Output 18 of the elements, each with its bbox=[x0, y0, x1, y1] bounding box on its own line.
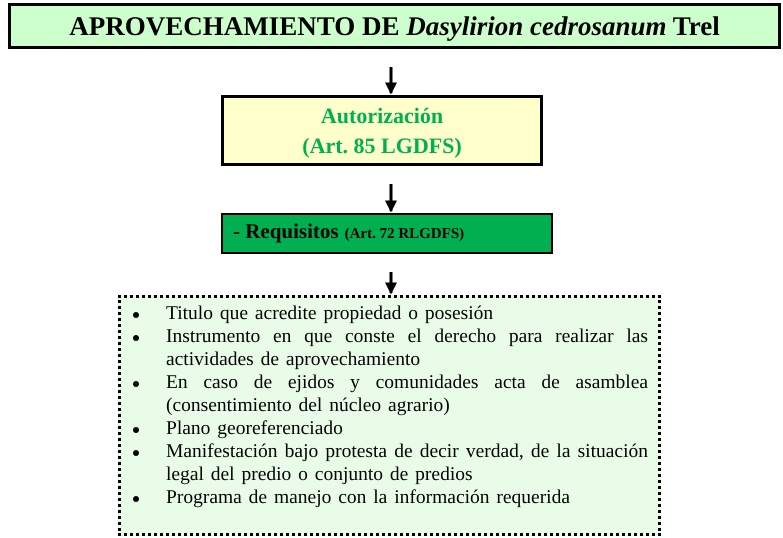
title-box bbox=[8, 3, 781, 49]
box-text: (Art. 72 RLGDFS) bbox=[344, 227, 464, 242]
box-text: Autorización bbox=[320, 102, 444, 130]
bullet-item: Plano georeferenciado bbox=[166, 417, 344, 440]
bullet-item: En caso de ejidos y comunidades acta de asamblea (consentimiento del núcleo agrario) bbox=[166, 371, 648, 417]
requirements-box bbox=[118, 295, 661, 536]
process-box bbox=[221, 213, 553, 254]
process-box bbox=[221, 95, 543, 166]
title-text: APROVECHAMIENTO DE Dasylirion cedrosanum Trel bbox=[69, 12, 720, 40]
bullet-item: Titulo que acredite propiedad o posesión bbox=[166, 302, 494, 325]
box-text: (Art. 85 LGDFS) bbox=[302, 132, 462, 160]
arrow bbox=[385, 67, 397, 94]
bullet-item: Programa de manejo con la información requerida bbox=[166, 486, 572, 509]
bullet-item: Manifestación bajo protesta de decir verdad, de la situación legal del predio o conjunto de predios bbox=[166, 440, 648, 486]
bullet-item: Instrumento en que conste el derecho para realizar las actividades de aprovechamiento bbox=[166, 325, 648, 371]
arrow bbox=[385, 184, 397, 212]
box-text: - Requisitos bbox=[233, 221, 339, 242]
arrow bbox=[385, 272, 397, 294]
